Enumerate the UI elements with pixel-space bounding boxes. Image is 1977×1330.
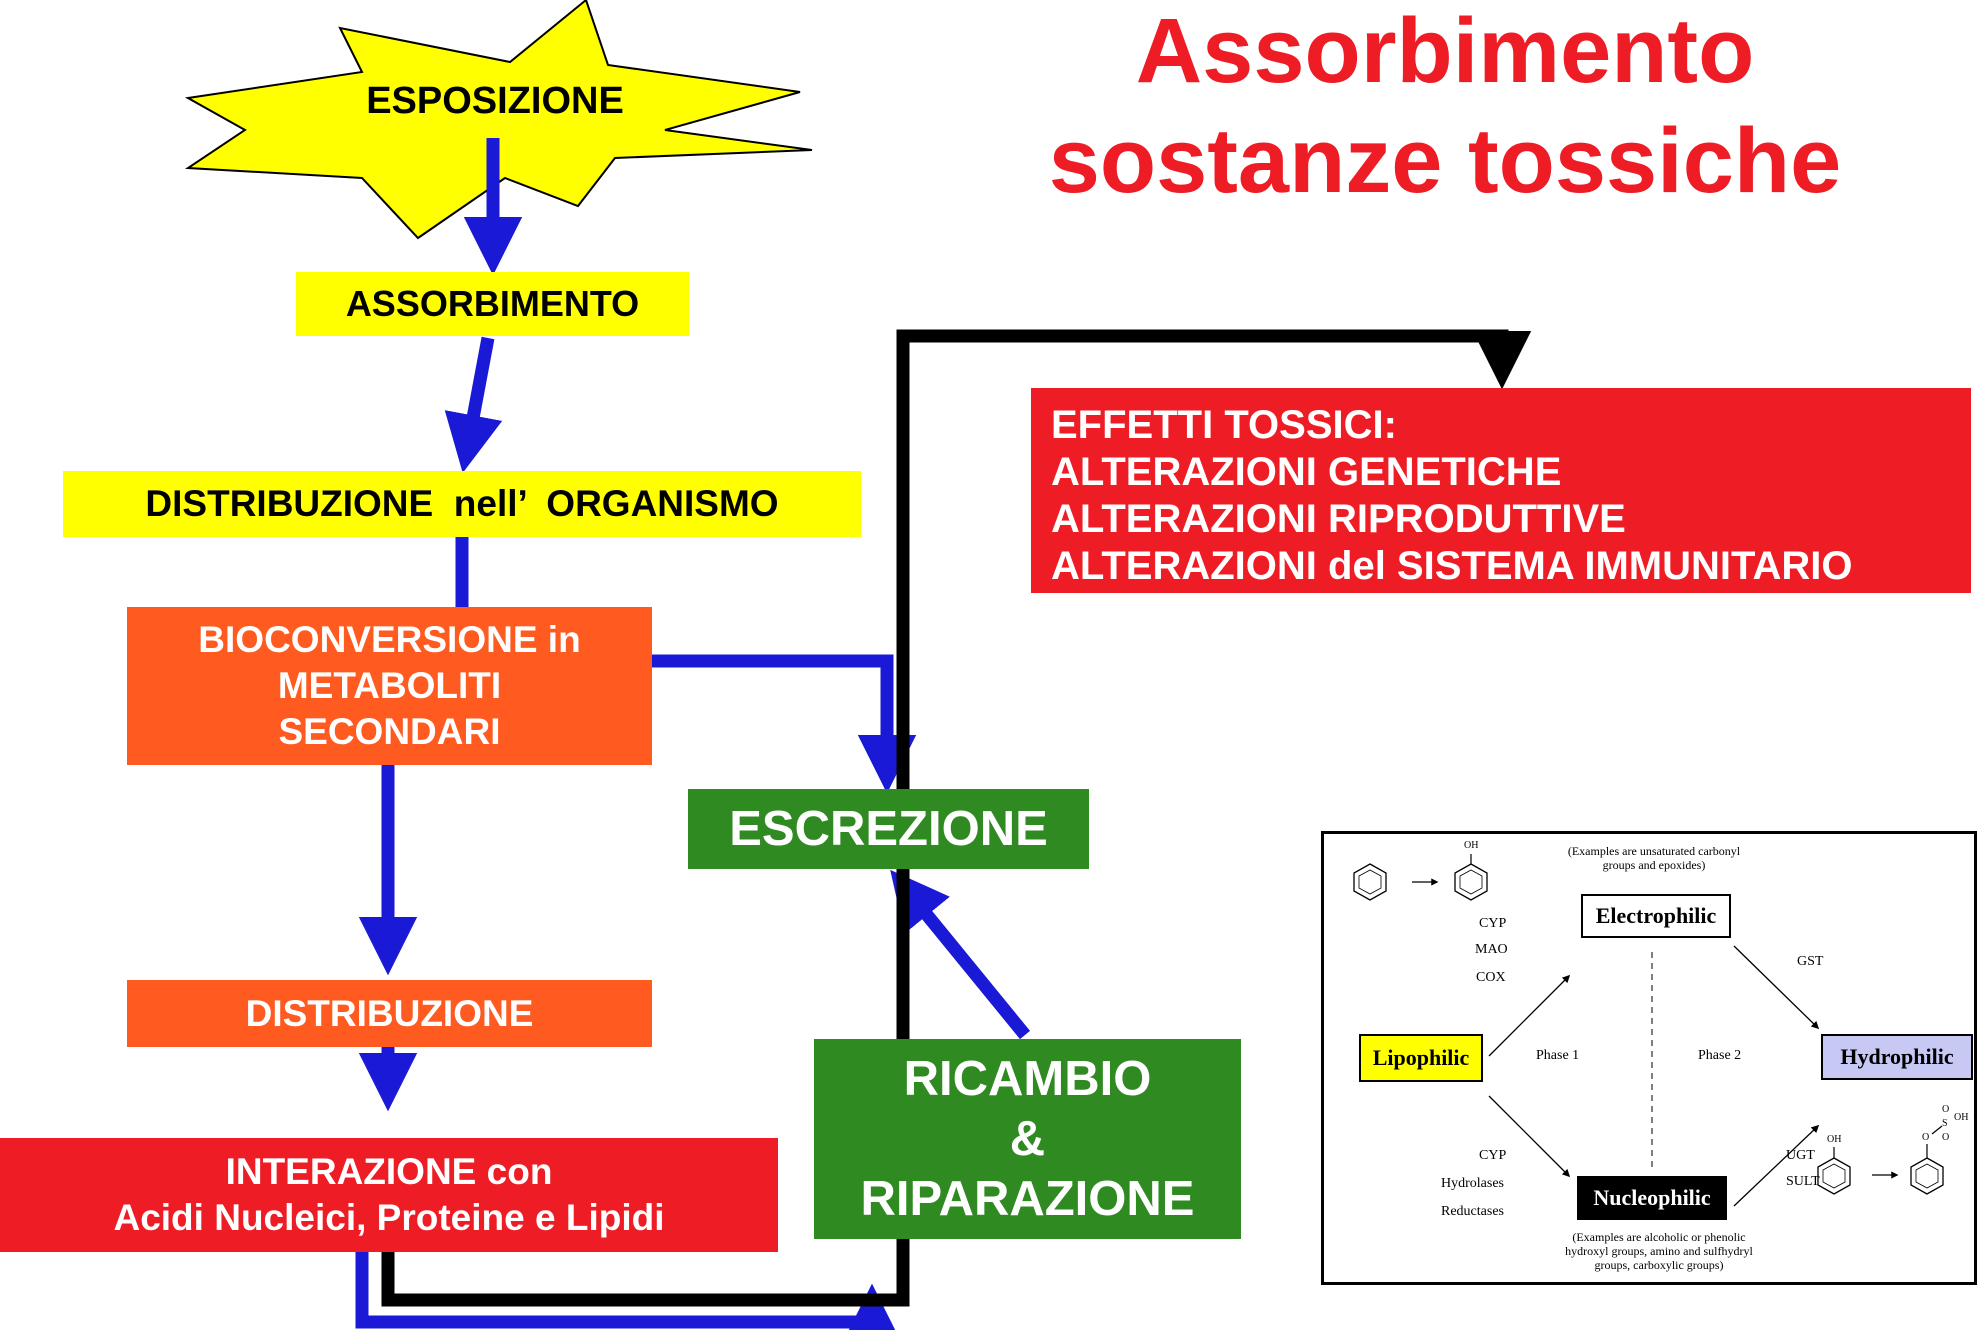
- note-bottom-line-2: hydroxyl groups, amino and sulfhydryl: [1565, 1244, 1753, 1258]
- enzyme-cyp-top: CYP: [1479, 916, 1507, 931]
- assorbimento-box: ASSORBIMENTO: [296, 272, 689, 336]
- title-line-1: Assorbimento: [1135, 0, 1755, 102]
- node-nucleophilic: Nucleophilic: [1577, 1176, 1727, 1220]
- arrow-ricambio-escrezione: [890, 869, 1031, 1040]
- distribuzione-organismo-label: DISTRIBUZIONE nell’ ORGANISMO: [145, 483, 779, 524]
- page-title: Assorbimento sostanze tossiche: [980, 0, 1910, 216]
- phase2-label: Phase 2: [1698, 1048, 1742, 1063]
- sulfate-o2: O: [1942, 1104, 1950, 1115]
- metabolism-inset: (Examples are unsaturated carbonyl group…: [1321, 831, 1977, 1285]
- ricambio-line-2: &: [1009, 1112, 1046, 1166]
- sulfate-conjugate-icon: [1910, 1157, 1944, 1195]
- note-top: (Examples are unsaturated carbonyl group…: [1554, 844, 1754, 872]
- interazione-line-1: INTERAZIONE con: [225, 1151, 553, 1192]
- distribuzione-box: DISTRIBUZIONE: [127, 980, 652, 1047]
- bioconversione-line-1: BIOCONVERSIONE in: [198, 619, 581, 660]
- node-electrophilic: Electrophilic: [1581, 894, 1731, 938]
- distribuzione-organismo-box: DISTRIBUZIONE nell’ ORGANISMO: [63, 471, 861, 537]
- phase1-label: Phase 1: [1536, 1048, 1580, 1063]
- esposizione-label: ESPOSIZIONE: [366, 80, 624, 122]
- sulfate-o1: O: [1922, 1132, 1930, 1143]
- ricambio-line-3: RIPARAZIONE: [860, 1172, 1195, 1226]
- arrow-assorbimento-distribuzione: [444, 336, 503, 473]
- inset-graphics: [1353, 854, 1944, 1207]
- distribuzione-label: DISTRIBUZIONE: [245, 992, 534, 1034]
- arrow-interazione-ricambio-blue: [355, 1252, 902, 1330]
- title-line-2: sostanze tossiche: [1048, 110, 1842, 212]
- assorbimento-label: ASSORBIMENTO: [345, 283, 640, 324]
- enzyme-cox: COX: [1476, 970, 1506, 985]
- interazione-box: INTERAZIONE con Acidi Nucleici, Proteine…: [0, 1138, 778, 1252]
- oh-top-label: OH: [1464, 840, 1479, 851]
- sult-label: SULT: [1786, 1174, 1820, 1189]
- ricambio-box: RICAMBIO & RIPARAZIONE: [814, 1039, 1241, 1239]
- bioconversione-line-3: SECONDARI: [278, 711, 501, 752]
- effetti-line-2: ALTERAZIONI GENETICHE: [1051, 450, 1562, 494]
- note-bottom: (Examples are alcoholic or phenolic hydr…: [1554, 1230, 1764, 1272]
- note-top-line-1: (Examples are unsaturated carbonyl: [1567, 844, 1741, 858]
- note-bottom-line-1: (Examples are alcoholic or phenolic: [1572, 1230, 1746, 1244]
- effetti-tossici-box: EFFETTI TOSSICI: ALTERAZIONI GENETICHE A…: [1031, 388, 1971, 593]
- bioconversione-line-2: METABOLITI: [277, 665, 502, 706]
- sulfate-o3: O: [1942, 1132, 1950, 1143]
- ricambio-line-1: RICAMBIO: [903, 1052, 1152, 1106]
- ugt-label: UGT: [1786, 1148, 1815, 1163]
- effetti-line-4: ALTERAZIONI del SISTEMA IMMUNITARIO: [1051, 544, 1853, 588]
- node-hydrophilic: Hydrophilic: [1821, 1034, 1973, 1080]
- sulfate-oh: OH: [1954, 1112, 1969, 1123]
- enzyme-mao: MAO: [1475, 942, 1508, 957]
- sulfate-s: S: [1942, 1118, 1948, 1129]
- oh-bottom-label: OH: [1827, 1134, 1842, 1145]
- escrezione-box: ESCREZIONE: [688, 789, 1089, 869]
- escrezione-label: ESCREZIONE: [729, 802, 1048, 856]
- bioconversione-box: BIOCONVERSIONE in METABOLITI SECONDARI: [127, 607, 652, 765]
- arrow-bioconversione-escrezione: [652, 654, 917, 794]
- enzyme-reductases: Reductases: [1441, 1204, 1504, 1219]
- phenol-icon: [1454, 863, 1488, 901]
- effetti-line-1: EFFETTI TOSSICI:: [1051, 403, 1397, 447]
- enzyme-cyp-bottom: CYP: [1479, 1148, 1507, 1163]
- interazione-line-2: Acidi Nucleici, Proteine e Lipidi: [113, 1197, 665, 1238]
- gst-label: GST: [1797, 954, 1824, 969]
- note-bottom-line-3: groups, carboxylic groups): [1594, 1258, 1724, 1272]
- effetti-line-3: ALTERAZIONI RIPRODUTTIVE: [1051, 497, 1626, 541]
- note-top-line-2: groups and epoxides): [1602, 858, 1706, 872]
- enzyme-hydrolases: Hydrolases: [1441, 1176, 1504, 1191]
- benzene-icon: [1353, 863, 1387, 901]
- esposizione-star: [184, 0, 813, 240]
- node-lipophilic: Lipophilic: [1359, 1034, 1483, 1082]
